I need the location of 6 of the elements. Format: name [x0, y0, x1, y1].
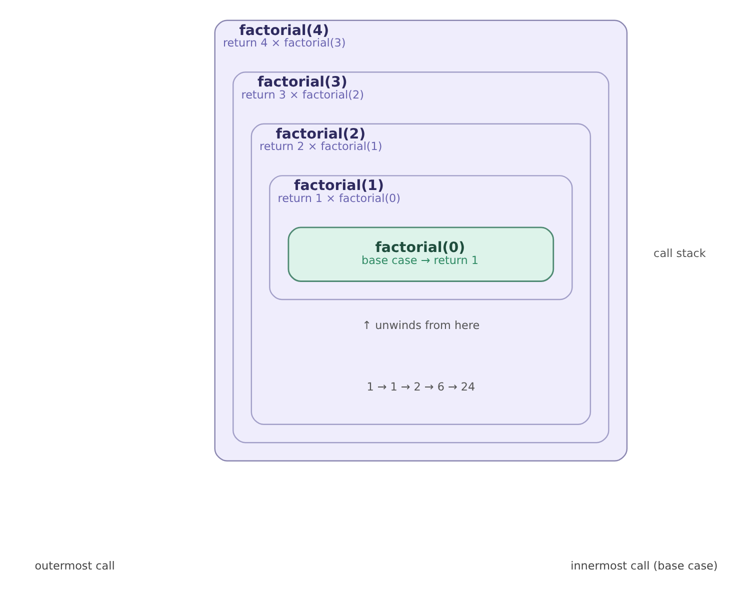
label: outermost call — [34, 559, 114, 572]
node-box: factorial(0) base case → return 1 — [287, 226, 554, 282]
label: innermost call (base case) — [570, 559, 718, 572]
label: call stack — [653, 247, 706, 260]
label: ↑ unwinds from here — [362, 318, 480, 332]
label: 1 → 1 → 2 → 6 → 24 — [366, 380, 475, 394]
